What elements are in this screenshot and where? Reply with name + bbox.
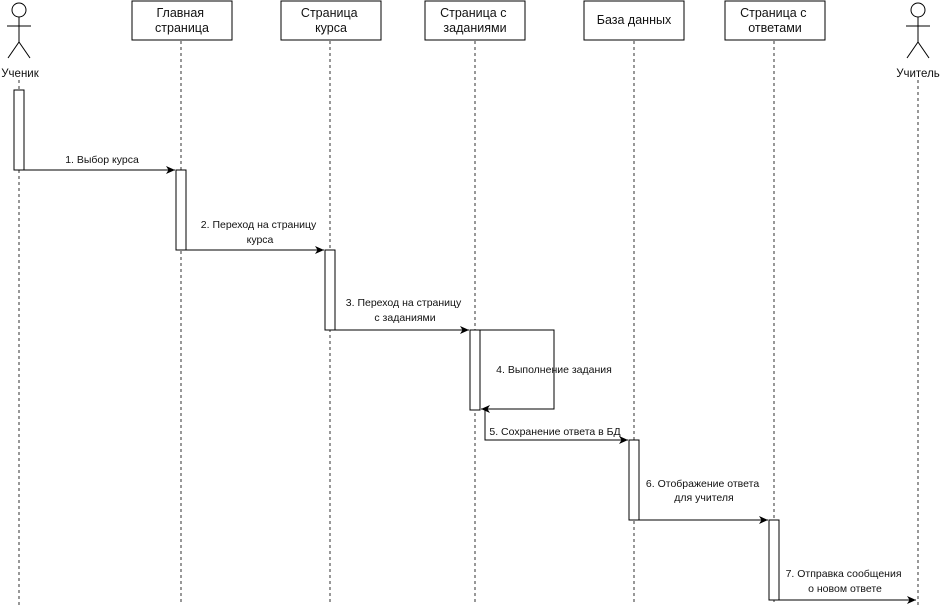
actor-student: Ученик: [1, 2, 40, 80]
message-7: 7. Отправка сообщения о новом ответе: [779, 568, 916, 604]
svg-text:2. Переход на страницу к: 2. Переход на страницу курса: [201, 219, 319, 246]
svg-text:5. Сохранение ответа в БД: 5. Сохранение ответа в БД: [489, 426, 620, 438]
activation-bar: [628, 439, 640, 521]
lifelines: [18, 41, 919, 605]
svg-text:Страница курса: Страница курса: [301, 6, 361, 35]
message-5: 5. Сохранение ответа в БД: [484, 410, 628, 444]
participant-label: страница: [155, 21, 209, 35]
message-label: 5. Сохранение ответа в БД: [489, 426, 620, 438]
stick-figure-icon: [906, 2, 930, 59]
message-label: 3. Переход на страницу: [346, 297, 462, 309]
participant-label: заданиями: [443, 21, 506, 35]
participant-label: ответами: [748, 21, 802, 35]
svg-text:4. Выполнение задания: 4. Выполнение задания: [496, 364, 612, 376]
participant-label: База данных: [597, 13, 672, 27]
message-label: 6. Отображение ответа: [646, 478, 759, 490]
svg-text:3. Переход на страницу с: 3. Переход на страницу с заданиями: [346, 297, 464, 324]
activation-bar: [13, 89, 25, 171]
message-label: с заданиями: [374, 312, 435, 324]
svg-text:База данных: База данных: [597, 13, 672, 27]
message-label: для учителя: [674, 492, 733, 504]
participant-label: Страница: [301, 6, 358, 20]
actor-teacher: Учитель: [896, 2, 940, 80]
message-label: 2. Переход на страницу: [201, 219, 317, 231]
message-6: 6. Отображение ответа для учителя: [639, 478, 768, 524]
participant-db: База данных: [583, 0, 685, 41]
svg-text:Главная страница: Главная страница: [155, 6, 209, 35]
message-label: курса: [247, 234, 274, 246]
svg-text:6. Отображение ответа дл: 6. Отображение ответа для учителя: [646, 478, 762, 504]
activation-bar: [324, 249, 336, 331]
participant-tasks: Страница с заданиями: [424, 0, 526, 41]
participant-label: Страница с: [440, 6, 506, 20]
message-4-self: 4. Выполнение задания: [480, 329, 612, 413]
message-label: 4. Выполнение задания: [496, 364, 612, 376]
message-2: 2. Переход на страницу курса: [186, 219, 324, 254]
activation-bar: [768, 519, 780, 601]
participant-course: Страница курса: [280, 0, 382, 41]
message-1: 1. Выбор курса: [24, 154, 175, 174]
participant-label: курса: [315, 21, 347, 35]
message-label: о новом ответе: [808, 583, 882, 595]
message-3: 3. Переход на страницу с заданиями: [335, 297, 469, 334]
svg-text:1. Выбор курса: 1. Выбор курса: [65, 154, 139, 166]
svg-text:7. Отправка сообщения о: 7. Отправка сообщения о новом ответе: [786, 568, 905, 595]
stick-figure-icon: [7, 2, 31, 59]
participant-answers: Страница с ответами: [724, 0, 826, 41]
participant-label: Страница с: [740, 6, 806, 20]
activation-bar: [175, 169, 187, 251]
svg-text:Страница с ответами: Страница с ответами: [740, 6, 810, 35]
participant-main: Главная страница: [131, 0, 233, 41]
participant-label: Главная: [156, 6, 204, 20]
activation-bar: [469, 329, 481, 411]
actor-label: Ученик: [1, 68, 39, 80]
message-label: 1. Выбор курса: [65, 154, 139, 166]
activations: [13, 89, 780, 601]
actor-label: Учитель: [896, 68, 940, 80]
message-label: 7. Отправка сообщения: [786, 568, 902, 580]
svg-text:Страница с заданиями: Страница с заданиями: [440, 6, 510, 35]
